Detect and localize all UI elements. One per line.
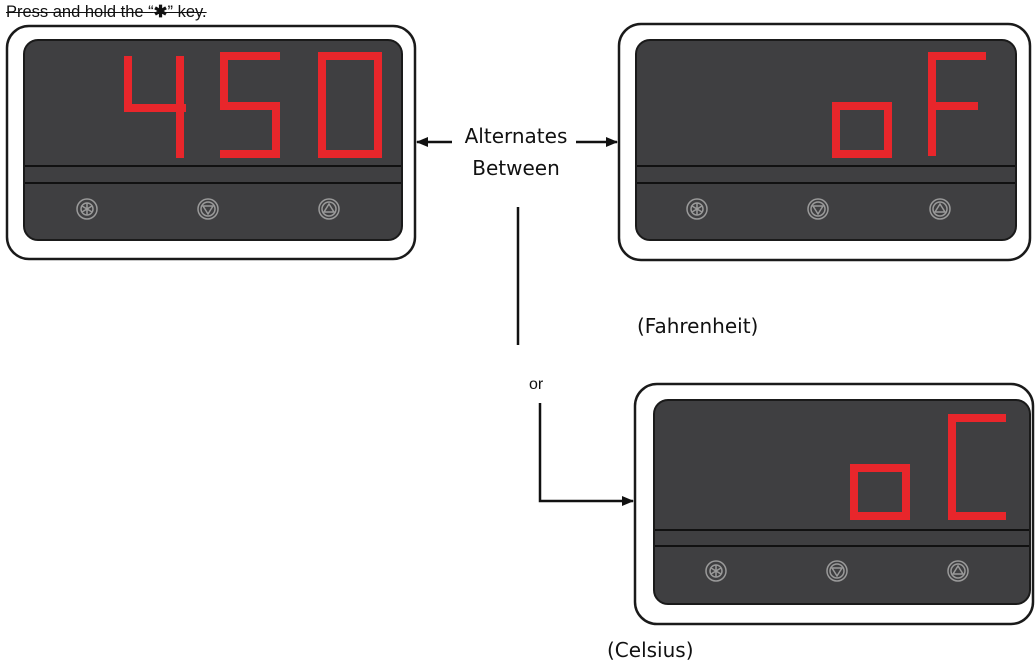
digit-4 [124,56,186,158]
digit-0 [318,52,382,158]
instruction-before: Press and hold the “ [6,3,154,21]
down-arrow-icon[interactable] [826,560,848,582]
up-arrow-icon[interactable] [929,198,951,220]
label-line-1: Alternates [464,124,568,148]
arrow-to-celsius [538,403,634,506]
letter-F [928,52,986,156]
asterisk-key-glyph: ✱ [153,3,168,21]
letter-o [850,464,910,520]
letter-C [948,414,1006,520]
asterisk-star-icon[interactable] [705,560,727,582]
connectors [416,137,634,506]
panel [23,39,403,241]
asterisk-star-icon[interactable] [76,198,98,220]
seven-segment-readout [124,52,382,158]
celsius-caption: (Celsius) [607,638,694,662]
letter-o [832,102,892,158]
asterisk-star-icon[interactable] [686,198,708,220]
controller-display-celsius [633,382,1035,626]
button-row [686,198,951,220]
up-arrow-icon[interactable] [947,560,969,582]
fahrenheit-caption: (Fahrenheit) [637,314,759,338]
button-row [76,198,340,220]
button-row [705,560,969,582]
down-arrow-icon[interactable] [807,198,829,220]
digit-5 [220,52,280,158]
label-line-2: Between [472,156,560,180]
down-arrow-icon[interactable] [197,198,219,220]
panel [635,39,1017,241]
seven-segment-readout [850,414,1006,520]
controller-display-fahrenheit [617,22,1032,262]
alternates-between-label: Alternates Between [446,120,586,184]
controller-display-current [5,24,417,261]
instruction-text: Press and hold the “✱” key. [6,2,207,22]
or-label: or [529,376,544,393]
panel [653,399,1031,605]
instruction-after: ” key. [167,3,207,21]
seven-segment-readout [832,52,986,158]
up-arrow-icon[interactable] [318,198,340,220]
